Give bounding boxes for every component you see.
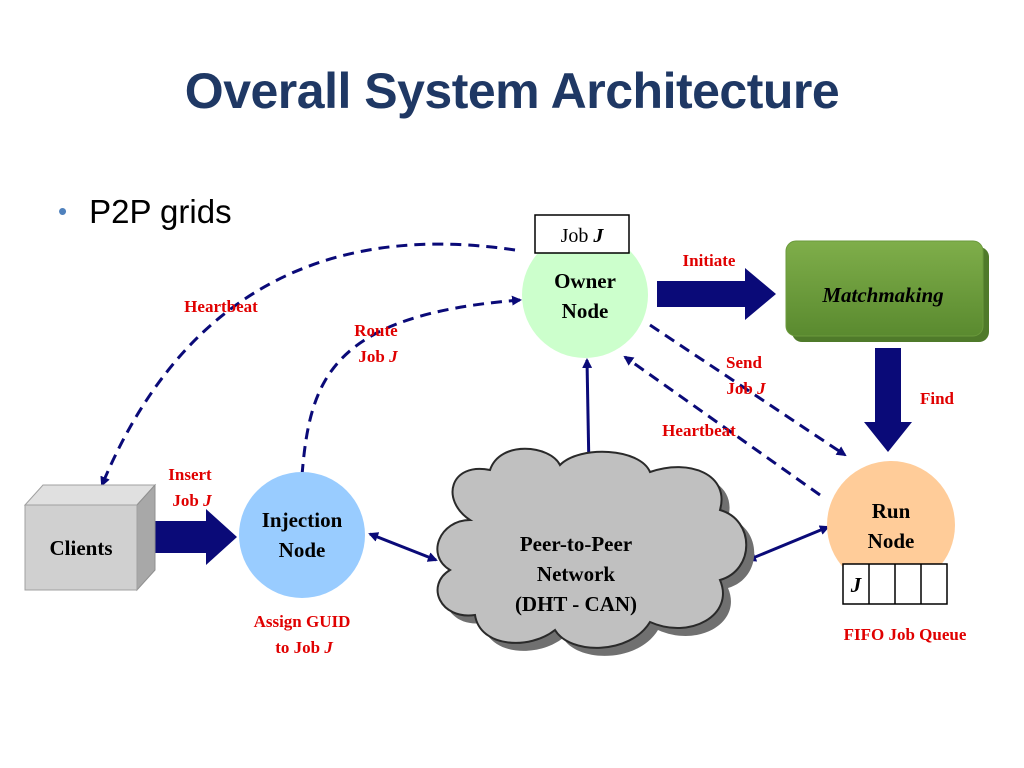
insert-job-label-1: Insert: [168, 465, 212, 484]
matchmaking-label: Matchmaking: [821, 283, 943, 307]
send-job-word: Job: [726, 379, 757, 398]
insert-job-label-2: Job J: [172, 491, 212, 510]
injection-node-label-2: Node: [279, 538, 326, 562]
owner-node: Owner Node: [522, 232, 648, 358]
slide-title: Overall System Architecture: [184, 63, 840, 119]
bullet-item: • P2P grids: [58, 193, 232, 231]
network-label-2: Network: [537, 562, 615, 586]
send-job-line: [649, 323, 847, 457]
run-node-label-2: Node: [868, 529, 915, 553]
clients-label: Clients: [50, 536, 113, 560]
injection-node-label-1: Injection: [262, 508, 343, 532]
route-job-line: [300, 295, 522, 476]
p2p-network-cloud: Peer-to-Peer Network (DHT - CAN): [436, 447, 755, 656]
send-job-letter: J: [756, 379, 766, 398]
assign-guid-word: to Job: [275, 638, 324, 657]
send-job-label-1: Send: [726, 353, 762, 372]
send-job-label-2: Job J: [726, 379, 766, 398]
insert-job-arrow: [145, 509, 237, 565]
job-box-letter: J: [592, 225, 604, 247]
job-box-word: Job: [561, 225, 594, 247]
assign-guid-label-2: to Job J: [275, 638, 333, 657]
bullet-text: P2P grids: [89, 193, 232, 230]
clients-box: Clients: [23, 483, 157, 592]
owner-node-label-2: Node: [562, 299, 609, 323]
assign-guid-label-1: Assign GUID: [254, 612, 351, 631]
route-job-label-2: Job J: [358, 347, 398, 366]
fifo-queue-label: FIFO Job Queue: [844, 625, 967, 644]
injection-network-link: [368, 532, 438, 562]
route-job-label-1: Route: [354, 321, 398, 340]
find-label: Find: [920, 389, 955, 408]
owner-node-label-1: Owner: [554, 269, 616, 293]
route-job-letter: J: [388, 347, 398, 366]
bullet-dot-icon: •: [58, 196, 68, 226]
route-job-word: Job: [358, 347, 389, 366]
job-box: Job J: [534, 214, 630, 254]
insert-job-word: Job: [172, 491, 203, 510]
heartbeat-left-line: [100, 242, 516, 487]
network-label-1: Peer-to-Peer: [520, 532, 632, 556]
matchmaking-box: Matchmaking: [785, 240, 989, 342]
job-box-label: Job J: [561, 225, 605, 247]
heartbeat-right-label: Heartbeat: [662, 421, 736, 440]
queue-first-item: J: [850, 573, 863, 597]
insert-job-letter: J: [202, 491, 212, 510]
assign-guid-letter: J: [323, 638, 333, 657]
network-run-link: [746, 525, 830, 562]
run-node-label-1: Run: [872, 499, 911, 523]
heartbeat-right-line: [623, 355, 821, 497]
run-node: Run Node: [827, 461, 955, 589]
network-label-3: (DHT - CAN): [515, 592, 637, 616]
owner-network-link: [582, 358, 594, 472]
fifo-queue: J: [842, 563, 948, 605]
initiate-label: Initiate: [683, 251, 736, 270]
initiate-arrow: [657, 268, 776, 320]
injection-node: Injection Node: [239, 472, 365, 598]
find-arrow: [864, 348, 912, 452]
heartbeat-left-label: Heartbeat: [184, 297, 258, 316]
